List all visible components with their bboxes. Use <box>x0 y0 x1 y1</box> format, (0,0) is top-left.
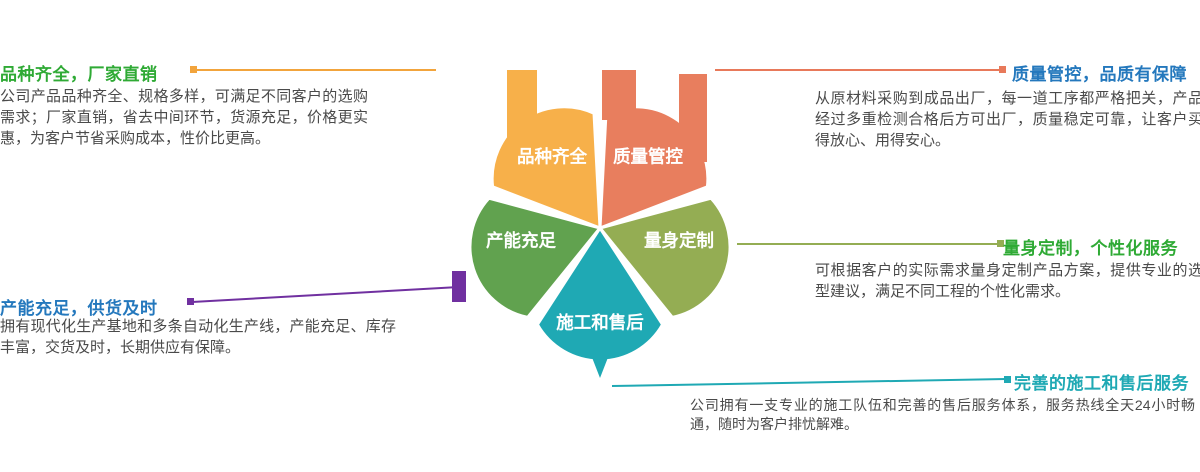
connector-dot-capacity <box>187 298 194 305</box>
leader-line-capacity <box>191 286 460 303</box>
connector-dot-service <box>1004 376 1011 383</box>
petal-label-custom: 量身定制 <box>644 231 714 251</box>
callout-body-quality: 从原材料采购到成品出厂，每一道工序都严格把关，产品经过多重检测合格后方可出厂，质… <box>815 90 1200 149</box>
petal-label-quality: 质量管控 <box>613 147 683 167</box>
callout-title-service: 完善的施工和售后服务 <box>1014 374 1189 393</box>
petal-capacity <box>468 196 603 320</box>
callout-title-variety: 品种齐全，厂家直销 <box>0 65 158 84</box>
petal-label-capacity: 产能充足 <box>486 231 556 251</box>
petal-tab-quality-left <box>602 70 636 120</box>
petal-label-variety: 品种齐全 <box>517 147 587 167</box>
petal-tab-quality-right <box>679 74 707 162</box>
callout-body-variety: 公司产品品种齐全、规格多样，可满足不同客户的选购需求；厂家直销，省去中间环节，货… <box>0 88 368 147</box>
callout-body-custom: 可根据客户的实际需求量身定制产品方案，提供专业的选型建议，满足不同工程的个性化需… <box>815 262 1200 300</box>
callout-title-capacity: 产能充足，供货及时 <box>0 299 158 318</box>
callout-body-service: 公司拥有一支专业的施工队伍和完善的售后服务体系，服务热线全天24小时畅通，随时为… <box>690 397 1195 432</box>
flower-diagram: 品种齐全 质量管控 产能充足 量身定制 施工和售后 <box>468 70 732 378</box>
connector-dot-quality <box>999 66 1006 73</box>
petal-custom <box>597 196 732 320</box>
flower-bottom-pointer-icon <box>586 342 614 378</box>
petal-label-service: 施工和售后 <box>556 313 644 333</box>
callout-title-quality: 质量管控，品质有保障 <box>1012 65 1187 84</box>
petal-tab-variety <box>507 70 537 158</box>
connector-dot-variety <box>190 66 197 73</box>
callout-body-capacity: 拥有现代化生产基地和多条自动化生产线，产能充足、库存丰富，交货及时，长期供应有保… <box>0 318 396 356</box>
callout-title-custom: 量身定制，个性化服务 <box>1003 239 1178 258</box>
